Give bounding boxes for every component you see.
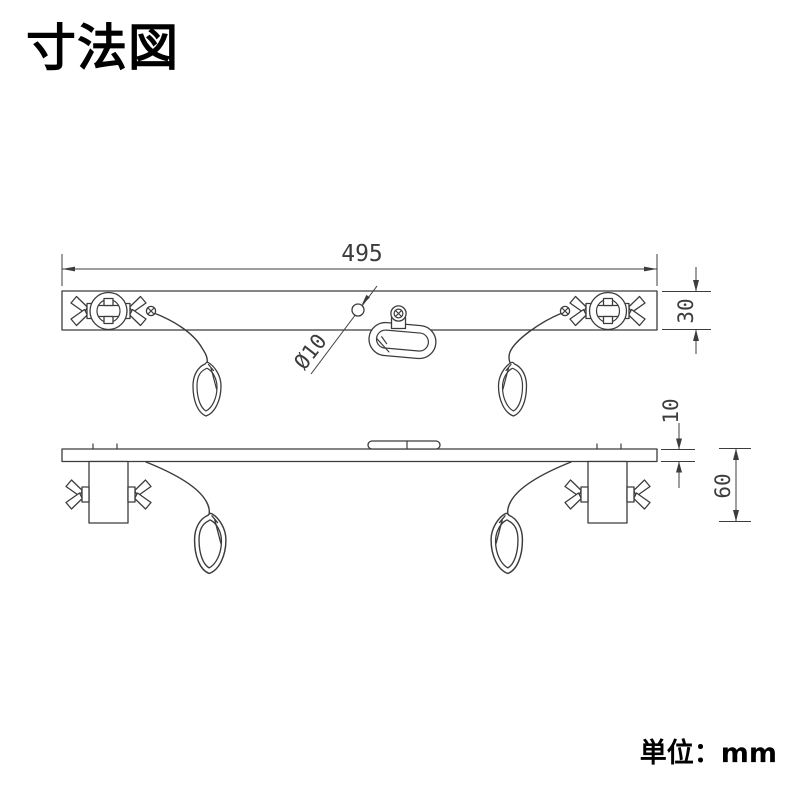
page-title: 寸法図 [26,19,179,77]
safety-wire-right [508,312,563,366]
bar-height-label: 30 [674,298,698,323]
dimension-overall-width: 495 [61,241,658,286]
right-clamp [569,291,646,331]
wing-nut [65,479,90,510]
snap-hook [192,361,222,417]
overall-width-label: 495 [341,241,383,267]
center-carabiner [368,305,437,360]
hole-diameter-label: Ø10 [289,329,331,374]
safety-wire-right [506,461,572,516]
wire-anchor-screw [559,305,571,317]
wire-anchor-screw [145,305,157,317]
plate-thickness-label: 10 [659,398,683,423]
hanger-height-label: 60 [711,473,735,498]
snap-hook [497,361,528,417]
wing-nut [127,479,152,510]
clamp-outer-circle [588,291,628,331]
unit-label: 単位：mm [639,738,777,769]
snap-hook [490,512,524,575]
right-clamp-block [564,460,651,524]
snap-hook [193,512,227,575]
left-clamp [70,291,147,331]
safety-wire-left [145,461,211,516]
front-view [61,440,658,575]
dimension-plate-thickness: 10 [659,398,695,488]
plate-outline [61,448,658,463]
left-clamp-block [65,460,152,524]
center-tab [367,440,441,450]
wing-nut [626,479,651,510]
center-hole [351,303,365,317]
dimension-hanger-height: 60 [711,448,751,522]
clamp-outer-circle [89,291,128,331]
top-view: Ø10 [61,285,658,417]
leader-arrow [361,294,370,306]
dimension-bar-height: 30 [662,267,711,354]
safety-wire-left [153,312,208,365]
wing-nut [564,479,589,510]
